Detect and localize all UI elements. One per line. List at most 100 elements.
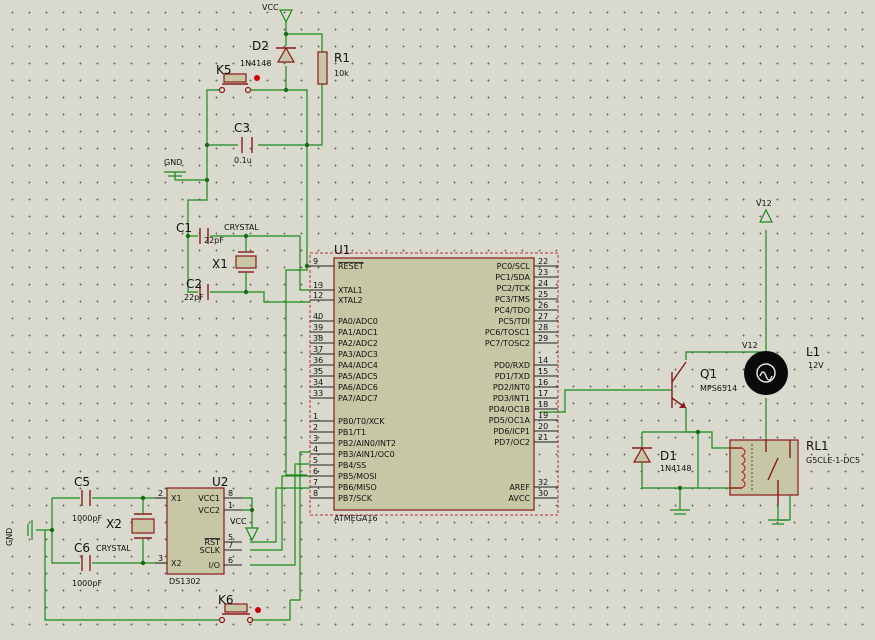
u1-pin-name: PA2/ADC2: [338, 339, 378, 348]
u2-pin-number: 8: [228, 489, 233, 498]
switch-k6: K6: [218, 593, 261, 624]
u2-pin-name: I/O: [209, 561, 220, 570]
svg-text:VCC: VCC: [262, 3, 279, 12]
svg-text:10k: 10k: [334, 69, 349, 78]
u1-pin-name: XTAL2: [338, 296, 363, 305]
u1-pin-number: 21: [538, 433, 548, 442]
gnd-terminal-left-bottom: GND: [5, 520, 33, 546]
svg-text:C2: C2: [186, 277, 202, 291]
junctions: [49, 31, 701, 566]
u2-pin-number: 7: [228, 541, 233, 550]
u1-pin-number: 26: [538, 301, 548, 310]
u1-pin-name: PC2/TCK: [497, 284, 531, 293]
u2-pin-name: X2: [171, 559, 182, 568]
svg-text:V12: V12: [756, 199, 772, 208]
u1-pin-number: 12: [313, 291, 323, 300]
u1-pin-number: 7: [313, 478, 318, 487]
u1-pin-number: 2: [313, 423, 318, 432]
u1-pin-name: PC3/TMS: [495, 295, 530, 304]
u1-pin-name: PC7/TOSC2: [485, 339, 530, 348]
switch-k5: K5: [216, 63, 260, 94]
u1-pin-name: PA7/ADC7: [338, 394, 378, 403]
u1-pin-number: 20: [538, 422, 548, 431]
u2-pin-3: 3X2: [155, 554, 182, 568]
u1-pin-name: PC0/SCL: [497, 262, 531, 271]
u1-pin-name: PA5/ADC5: [338, 372, 378, 381]
u2-pin-name: SCLK: [200, 546, 221, 555]
u1-pin-number: 35: [313, 367, 323, 376]
svg-text:1000pF: 1000pF: [72, 514, 102, 523]
v12-terminal: V12 V12: [742, 199, 773, 350]
u1-pin-name: PD1/TXD: [495, 372, 530, 381]
u1-pin-name: PA1/ADC1: [338, 328, 378, 337]
u1-pin-number: 14: [538, 356, 548, 365]
u1-pin-number: 28: [538, 323, 548, 332]
ic-u1-atmega16: U1 ATMEGA16 9RESET13XTAL112XTAL240PA0/AD…: [309, 243, 559, 523]
u1-pin-name: XTAL1: [338, 286, 363, 295]
svg-text:D1: D1: [660, 449, 677, 463]
u2-pin-name: VCC1: [198, 494, 220, 503]
u1-pin-name: PC6/TOSC1: [485, 328, 530, 337]
svg-text:VCC: VCC: [230, 517, 247, 526]
svg-text:CRYSTAL: CRYSTAL: [96, 544, 131, 553]
resistor-r1: R1 10k: [317, 51, 350, 85]
svg-text:V12: V12: [742, 341, 758, 350]
u2-pin-number: 3: [158, 554, 163, 563]
u1-pin-number: 17: [538, 389, 548, 398]
u1-pin-name: AVCC: [508, 494, 530, 503]
u2-pin-name: X1: [171, 494, 182, 503]
vcc-terminal-u2: VCC: [230, 517, 259, 542]
u1-pin-number: 1: [313, 412, 318, 421]
svg-text:1N4148: 1N4148: [240, 59, 271, 68]
u1-pin-name: PB7/SCK: [338, 494, 373, 503]
lamp-l1: L1 12V: [744, 345, 824, 395]
u1-pin-name: PB1/T1: [338, 428, 366, 437]
svg-text:1N4148: 1N4148: [660, 464, 691, 473]
svg-text:DS1302: DS1302: [169, 577, 201, 586]
crystal-x1: X1 CRYSTAL: [212, 223, 259, 280]
u2-pin-number: 6: [228, 556, 233, 565]
u1-pin-number: 5: [313, 456, 318, 465]
u1-pin-name: PD3/INT1: [493, 394, 530, 403]
svg-text:22pF: 22pF: [204, 236, 224, 245]
u1-pin-name: PB2/AIN0/INT2: [338, 439, 396, 448]
wires: [36, 22, 791, 621]
u1-pin-number: 3: [313, 434, 318, 443]
gnd-terminal-left-top: GND: [164, 158, 186, 177]
diode-d1: D1 1N4148: [632, 446, 691, 473]
svg-text:Q1: Q1: [700, 367, 717, 381]
svg-text:GND: GND: [5, 528, 14, 546]
u1-pin-name: PD0/RXD: [494, 361, 530, 370]
relay-rl1: RL1 G5CLE-1-DC5: [729, 439, 860, 505]
u1-pin-number: 29: [538, 334, 548, 343]
u1-pin-number: 39: [313, 323, 323, 332]
u1-pin-name: PC5/TDI: [498, 317, 530, 326]
u1-pin-number: 40: [313, 312, 323, 321]
u1-pin-name: PC4/TDO: [494, 306, 530, 315]
